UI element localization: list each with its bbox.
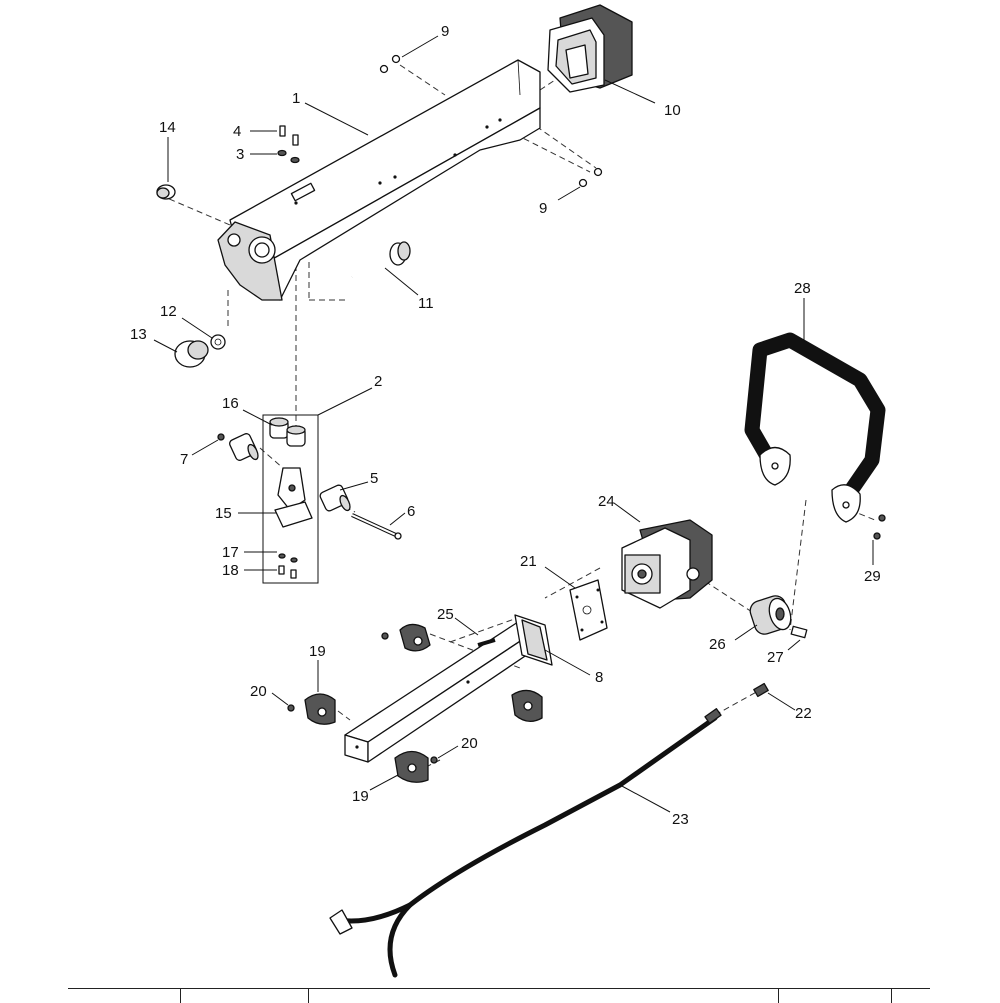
housing-24: [621, 519, 713, 609]
plug-14: [156, 184, 176, 200]
bushing-5: [319, 484, 351, 512]
callout-2: 2: [374, 373, 382, 390]
callout-26: 26: [709, 636, 726, 653]
callout-15: 15: [215, 505, 232, 522]
callout-28: 28: [794, 280, 811, 297]
callout-16: 16: [222, 395, 239, 412]
end-cap: [547, 4, 633, 93]
callout-20a: 20: [250, 683, 267, 700]
cap-13: [174, 340, 209, 368]
handle-28: [744, 332, 886, 523]
mount-block-c: [511, 689, 543, 722]
callout-1: 1: [292, 90, 300, 107]
table-header-cell: [779, 989, 893, 1003]
callout-25: 25: [437, 606, 454, 623]
callout-19b: 19: [352, 788, 369, 805]
callout-4: 4: [233, 123, 241, 140]
bolts-9: [379, 54, 603, 188]
callout-13: 13: [130, 326, 147, 343]
callout-3: 3: [236, 146, 244, 163]
parts-table-header: [68, 988, 930, 1003]
callout-22: 22: [795, 705, 812, 722]
table-header-cell: [181, 989, 310, 1003]
roller-26: [749, 595, 792, 635]
hose-23: [329, 708, 722, 978]
table-header-cell: [68, 989, 181, 1003]
plate-21: [569, 579, 608, 641]
callout-24: 24: [598, 493, 615, 510]
callout-27: 27: [767, 649, 784, 666]
pin-6: [351, 513, 402, 540]
callout-12: 12: [160, 303, 177, 320]
callout-labels: 1 2 3 4 5 6 7 8 9 9 10 11 12 13 14 15 16…: [130, 23, 881, 828]
bolts-29: [873, 514, 886, 540]
callout-23: 23: [672, 811, 689, 828]
callout-10: 10: [664, 102, 681, 119]
callout-18: 18: [222, 562, 239, 579]
callout-14: 14: [159, 119, 176, 136]
callout-21: 21: [520, 553, 537, 570]
callout-11: 11: [418, 295, 434, 312]
mount-block-d: [394, 750, 429, 783]
leader-lines: [153, 35, 874, 813]
bolts-washers-3-4: [277, 125, 300, 164]
callout-9b: 9: [539, 200, 547, 217]
mount-block-b: [304, 693, 336, 725]
bushing-7-area: [217, 433, 259, 461]
callout-19a: 19: [309, 643, 326, 660]
callout-17: 17: [222, 544, 239, 561]
nut-12: [210, 334, 226, 350]
mount-block-a: [399, 623, 431, 652]
nuts-20: [287, 632, 438, 764]
bolt-27: [790, 625, 808, 639]
bracket-assembly-2: [262, 414, 319, 584]
crossbar-8: [344, 614, 553, 763]
callout-7: 7: [180, 451, 188, 468]
callout-9a: 9: [441, 23, 449, 40]
callout-6: 6: [407, 503, 415, 520]
table-header-cell: [892, 989, 930, 1003]
frame-beam: [217, 59, 541, 301]
callout-8: 8: [595, 669, 603, 686]
callout-29: 29: [864, 568, 881, 585]
callout-5: 5: [370, 470, 378, 487]
pivot-pin-11: [351, 241, 411, 279]
table-header-cell: [309, 989, 780, 1003]
hose-fitting-22: [753, 682, 769, 698]
callout-20b: 20: [461, 735, 478, 752]
pin-25: [477, 638, 496, 647]
